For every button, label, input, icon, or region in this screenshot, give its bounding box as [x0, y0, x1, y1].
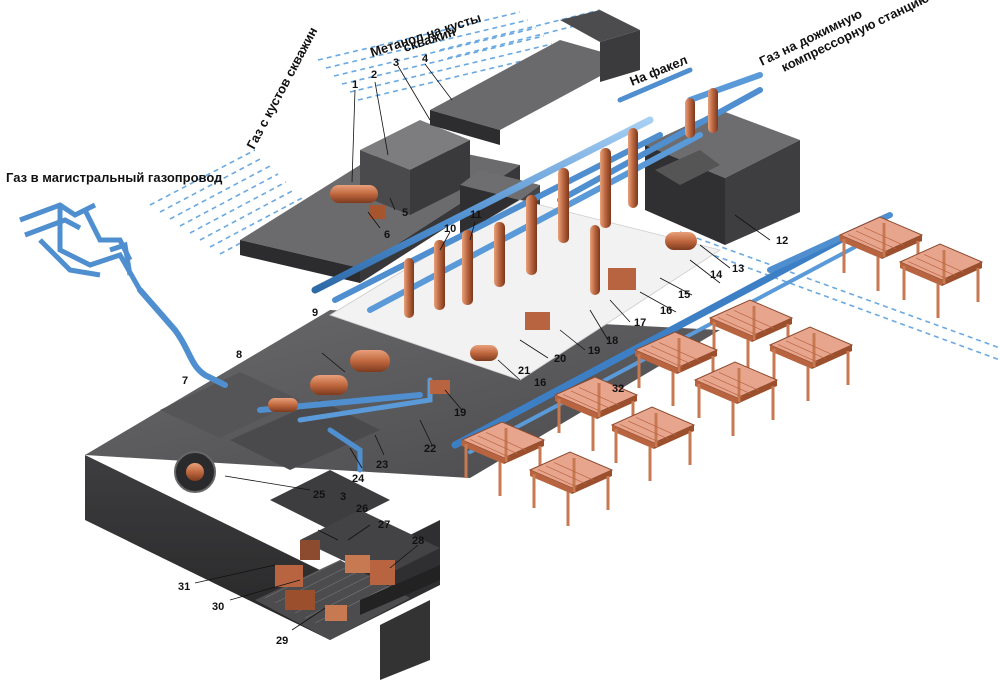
callout-19b: 19 [454, 407, 466, 419]
callout-20: 20 [554, 353, 566, 365]
callout-4: 4 [422, 53, 429, 65]
callout-21: 21 [518, 365, 530, 377]
callout-32: 32 [612, 383, 624, 395]
air-cooler-unit [898, 243, 984, 318]
callout-leaders [194, 63, 771, 631]
callout-10: 10 [444, 223, 456, 235]
callout-16a: 16 [660, 305, 672, 317]
air-cooler-unit [528, 451, 614, 526]
callout-2: 2 [371, 69, 377, 81]
callout-13: 13 [732, 263, 744, 275]
process-columns [404, 88, 718, 318]
callout-23: 23 [376, 459, 388, 471]
callout-14: 14 [710, 269, 723, 281]
label-gas-from-wells: Газ с кустов скважин [243, 25, 320, 152]
callout-16b: 16 [534, 377, 546, 389]
callout-3b: 3 [340, 491, 346, 503]
air-cooler-unit [708, 299, 794, 374]
callout-17: 17 [634, 317, 646, 329]
callout-7: 7 [182, 375, 188, 387]
callout-25: 25 [313, 489, 325, 501]
air-cooler-unit [610, 406, 696, 481]
callout-12: 12 [776, 235, 788, 247]
outlet-manifold [19, 202, 143, 292]
air-cooler-unit [768, 326, 854, 401]
callout-19a: 19 [588, 345, 600, 357]
callout-22: 22 [424, 443, 436, 455]
air-cooler-units [460, 216, 984, 526]
air-cooler-unit [838, 216, 924, 291]
horizontal-vessels [268, 232, 697, 412]
utility-equipment [275, 540, 395, 621]
air-cooler-unit [553, 376, 639, 451]
callout-11: 11 [470, 209, 482, 221]
callout-18: 18 [606, 335, 618, 347]
label-gas-main-pipeline: Газ в магистральный газопровод [6, 170, 223, 185]
callout-24: 24 [352, 473, 365, 485]
callout-26: 26 [356, 503, 368, 515]
callout-1: 1 [352, 79, 358, 91]
callout-9: 9 [312, 307, 318, 319]
callout-31: 31 [178, 581, 190, 593]
callout-numbers: 1 2 3 4 5 6 7 8 9 10 11 12 13 14 15 16 1… [178, 53, 788, 647]
callout-5: 5 [402, 207, 408, 219]
callout-28: 28 [412, 535, 424, 547]
callout-15: 15 [678, 289, 690, 301]
main-building [85, 310, 720, 680]
callout-29: 29 [276, 635, 288, 647]
air-cooler-unit [693, 361, 779, 436]
callout-8: 8 [236, 349, 242, 361]
callout-3: 3 [393, 57, 399, 69]
callout-30: 30 [212, 601, 224, 613]
callout-27: 27 [378, 519, 390, 531]
right-building [645, 110, 800, 245]
callout-6: 6 [384, 229, 390, 241]
air-cooler-unit [633, 331, 719, 406]
